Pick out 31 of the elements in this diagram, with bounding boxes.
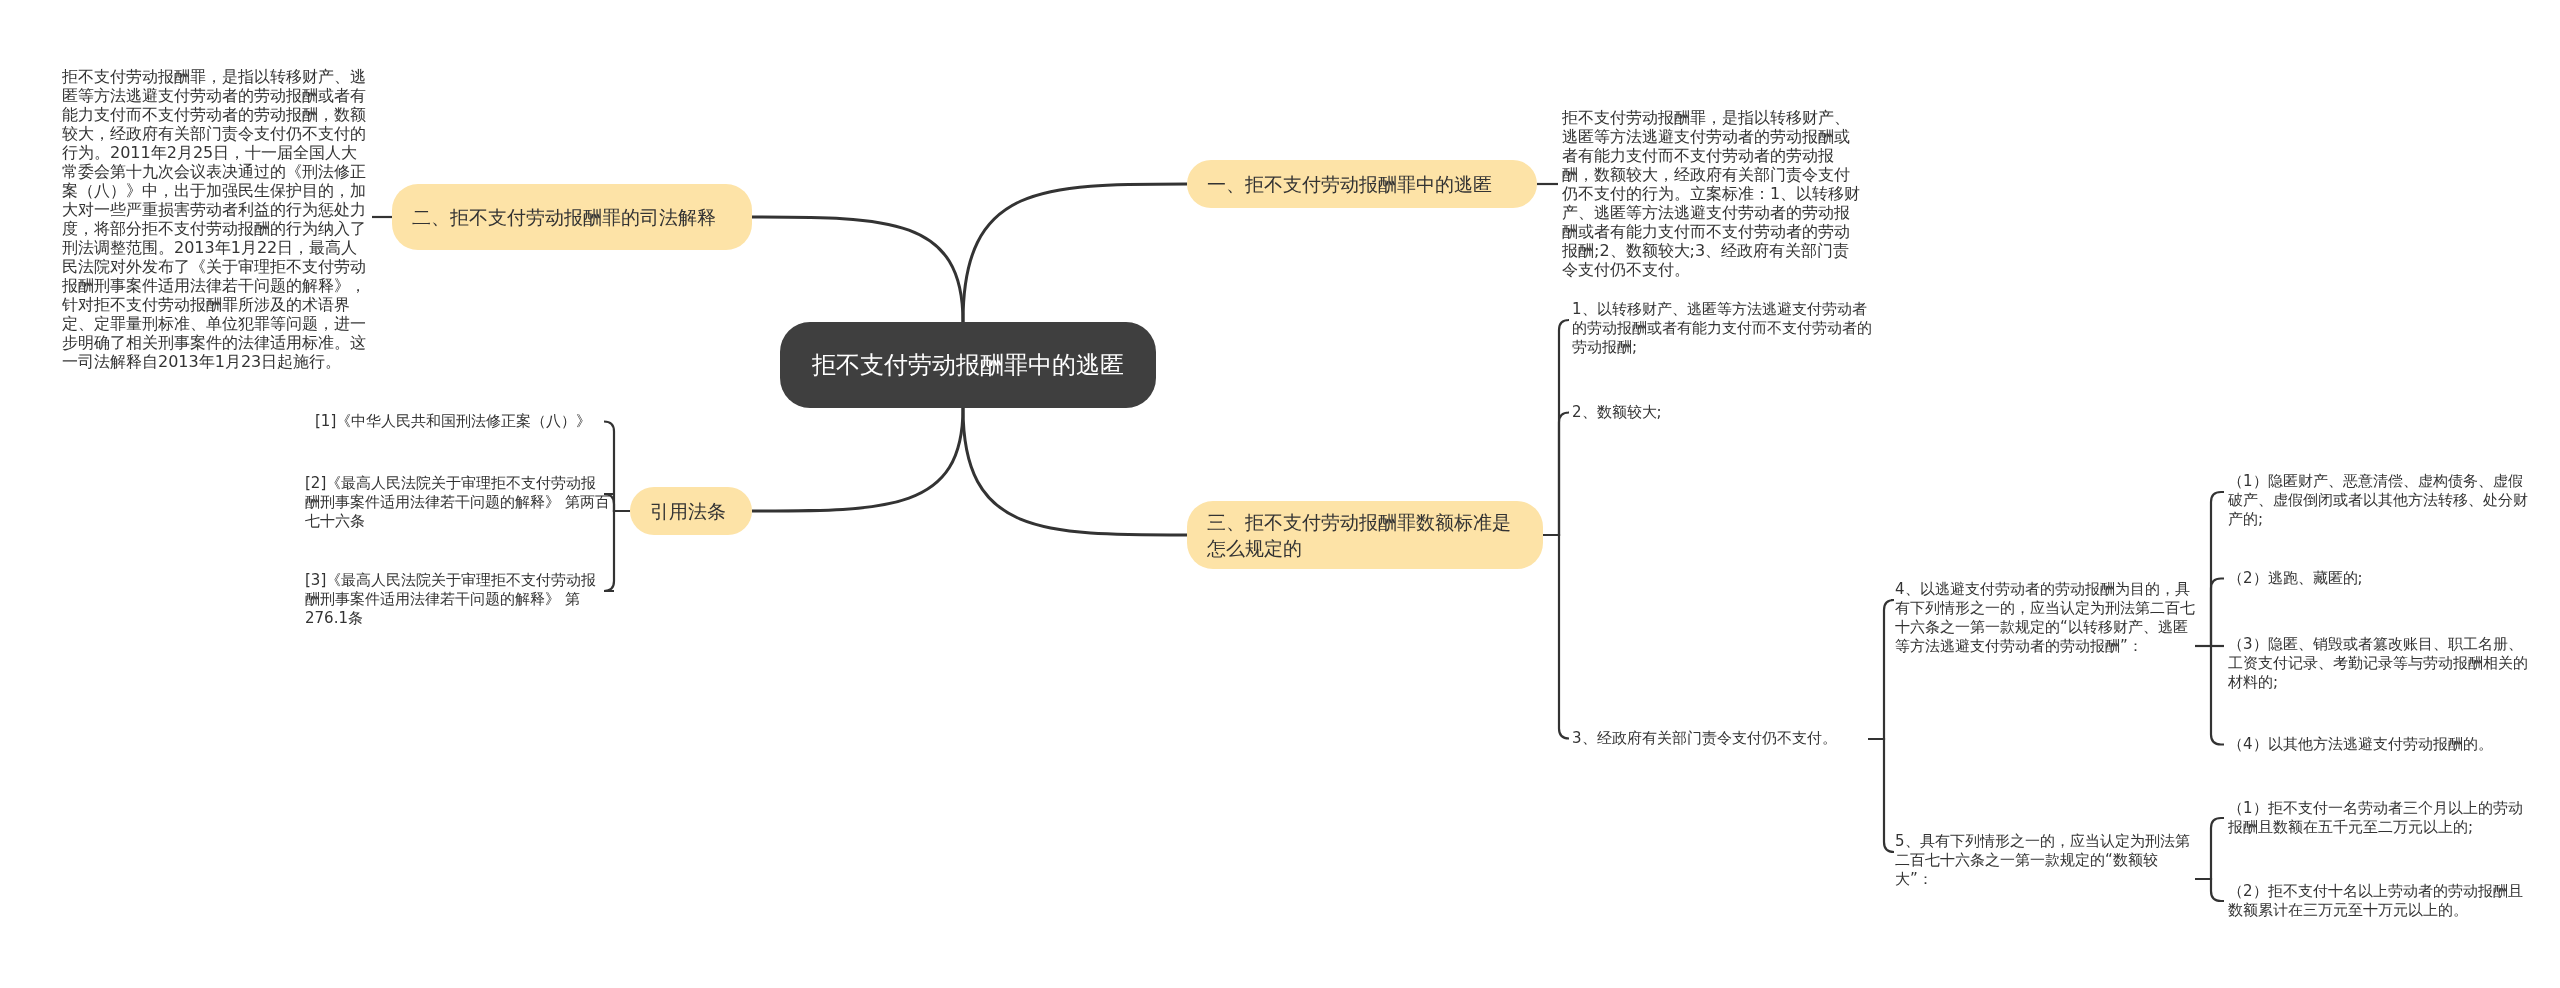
connector <box>2195 644 2224 746</box>
citation-text: [1]《中华人民共和国刑法修正案（八）》 <box>315 412 600 431</box>
item-text: 4、以逃避支付劳动者的劳动报酬为目的，具有下列情形之一的，应当认定为刑法第二百七十六条之一第一款规定的“以转移财产、逃匿等方法逃避支付劳动者的劳动报酬”： <box>1895 580 2195 656</box>
connector <box>961 182 1187 323</box>
connector <box>1537 182 1558 186</box>
item-text: （2）拒不支付十名以上劳动者的劳动报酬且数额累计在三万元至十万元以上的。 <box>2228 882 2533 920</box>
item-text: （1）拒不支付一名劳动者三个月以上的劳动报酬且数额在五千元至二万元以上的; <box>2228 799 2533 837</box>
connector <box>752 215 965 323</box>
item-text: （3）隐匿、销毁或者篡改账目、职工名册、工资支付记录、考勤记录等与劳动报酬相关的材料的; <box>2228 635 2533 692</box>
item-text: （4）以其他方法逃避支付劳动报酬的。 <box>2228 735 2533 754</box>
topic-pill: 引用法条 <box>630 487 752 535</box>
item-text: 5、具有下列情形之一的，应当认定为刑法第二百七十六条之一第一款规定的“数额较大”： <box>1895 832 2195 889</box>
citation-text: [2]《最高人民法院关于审理拒不支付劳动报酬刑事案件适用法律若干问题的解释》 第两百七十六条 <box>305 474 610 531</box>
topic-pill: 二、拒不支付劳动报酬罪的司法解释 <box>392 184 752 250</box>
connector <box>1868 737 1896 854</box>
item-text: 3、经政府有关部门责令支付仍不支付。 <box>1572 729 1864 748</box>
connector <box>2195 877 2224 903</box>
note-text: 拒不支付劳动报酬罪，是指以转移财产、逃匿等方法逃避支付劳动者的劳动报酬或者有能力支付而不支付劳动者的劳动报酬，数额较大，经政府有关部门责令支付仍不支付的行为。立案标准：1、以转移财产、逃匿等方法逃避支付劳动者的劳动报酬或者有能力支付而不支付劳动者的劳动报酬;2、数额较大;3、经政府有关部门责令支付仍不支付。 <box>1562 108 1862 279</box>
connector <box>1543 533 1571 740</box>
connector <box>752 407 965 513</box>
item-text: （2）逃跑、藏匿的; <box>2228 569 2533 588</box>
item-text: 2、数额较大; <box>1572 403 1872 422</box>
item-text: 1、以转移财产、逃匿等方法逃避支付劳动者的劳动报酬或者有能力支付而不支付劳动者的劳动报酬; <box>1572 300 1872 357</box>
central-topic: 拒不支付劳动报酬罪中的逃匿 <box>780 322 1156 408</box>
connector <box>961 407 1187 537</box>
item-text: （1）隐匿财产、恶意清偿、虚构债务、虚假破产、虚假倒闭或者以其他方法转移、处分财产的; <box>2228 472 2533 529</box>
topic-pill: 三、拒不支付劳动报酬罪数额标准是怎么规定的 <box>1187 501 1543 569</box>
topic-pill: 一、拒不支付劳动报酬罪中的逃匿 <box>1187 160 1537 208</box>
citation-text: [3]《最高人民法院关于审理拒不支付劳动报酬刑事案件适用法律若干问题的解释》 第276.1条 <box>305 571 610 628</box>
note-text: 拒不支付劳动报酬罪，是指以转移财产、逃匿等方法逃避支付劳动者的劳动报酬或者有能力支付而不支付劳动者的劳动报酬，数额较大，经政府有关部门责令支付仍不支付的行为。2011年2月25日，十一届全国人大常委会第十九次会议表决通过的《刑法修正案（八）》中，出于加强民生保护目的，加大对一些严重损害劳动者利益的行为惩处力度，将部分拒不支付劳动报酬的行为纳入了刑法调整范围。2013年1月22日，最高人民法院对外发布了《关于审理拒不支付劳动报酬刑事案件适用法律若干问题的解释》，针对拒不支付劳动报酬罪所涉及的术语界定、定罪量刑标准、单位犯罪等问题，进一步明确了相关刑事案件的法律适用标准。这一司法解释自2013年1月23日起施行。 <box>62 67 368 371</box>
connector <box>372 215 392 219</box>
